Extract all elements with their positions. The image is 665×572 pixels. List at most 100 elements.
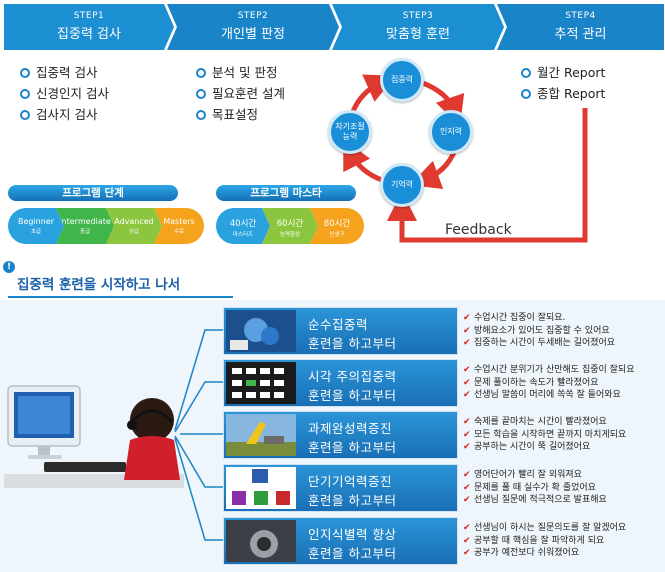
list-item-text: 월간 Report: [537, 65, 606, 80]
level-ko: 수료: [173, 229, 185, 235]
training-title: 과제완성력증진: [308, 421, 393, 436]
list-item-text: 분석 및 판정: [212, 65, 278, 80]
cognitive-discrimination-thumbnail: [226, 520, 296, 562]
level-en: Masters: [163, 217, 195, 226]
check-icon: ✔: [463, 429, 471, 440]
list-item: 필요훈련 설계: [196, 83, 285, 104]
list-item: ✔집중하는 시간이 두세배는 길어졌어요: [463, 337, 615, 350]
training-subtitle: 훈련을 하고부터: [308, 440, 397, 455]
result-text: 집중하는 시간이 두세배는 길어졌어요: [474, 338, 616, 348]
step-label: STEP2: [237, 11, 269, 21]
step-title: 맞춤형 훈련: [386, 27, 450, 42]
circle-bullet-icon: [521, 67, 531, 78]
list-item: 신경인지 검사: [20, 83, 109, 104]
level-en: 60시간: [276, 219, 304, 229]
step4-list: 월간 Report 종합 Report: [521, 62, 605, 104]
check-icon: ✔: [463, 482, 471, 493]
level-ko: 마스터즈: [232, 232, 254, 238]
node-text: 능력: [342, 132, 358, 141]
level-masters: Masters 수료: [154, 208, 204, 244]
level-en: 40시간: [229, 219, 257, 229]
list-item: ✔영어단어가 빨리 잘 외워져요: [463, 469, 607, 482]
step-label: STEP3: [402, 11, 434, 21]
training-title: 인지식별력 향상: [308, 527, 397, 542]
check-icon: ✔: [463, 470, 471, 480]
check-icon: ✔: [463, 313, 471, 323]
step-1: STEP1 집중력 검사: [4, 4, 174, 50]
results-list: ✔수업시간 집중이 잘되요. ✔방해요소가 있어도 집중할 수 있어요 ✔집중하…: [463, 312, 615, 350]
level-ko: 초급: [30, 229, 42, 235]
check-icon: ✔: [463, 325, 471, 336]
training-subtitle: 훈련을 하고부터: [308, 493, 397, 508]
circle-bullet-icon: [20, 88, 30, 99]
list-item: 집중력 검사: [20, 62, 109, 83]
result-text: 모든 학습을 시작하면 끝까지 마치게되요: [474, 429, 627, 440]
step-2: STEP2 개인별 판정: [167, 4, 339, 50]
result-text: 공부할 때 핵심을 잘 파악하게 되요: [474, 535, 605, 546]
step-title: 집중력 검사: [57, 27, 121, 42]
level-ko: 능력향상: [279, 232, 301, 238]
list-item: ✔문제 풀이하는 속도가 빨라졌어요: [463, 377, 635, 390]
level-en: Advanced: [114, 217, 154, 226]
cycle-node-self-control: 자기조절 능력: [328, 110, 372, 154]
level-ko: 중급: [79, 229, 91, 235]
training-row: 인지식별력 향상 훈련을 하고부터: [223, 517, 458, 565]
result-text: 선생님 질문에 적극적으로 발표해요: [474, 495, 607, 505]
check-icon: ✔: [463, 390, 471, 400]
training-row: 순수집중력 훈련을 하고부터: [223, 307, 458, 355]
program-master-title: 프로그램 마스타: [216, 185, 356, 201]
divider: [8, 296, 233, 298]
task-completion-thumbnail: [226, 414, 296, 456]
result-text: 영어단어가 빨리 잘 외워져요: [474, 470, 582, 480]
list-item: ✔방해요소가 있어도 집중할 수 있어요: [463, 325, 615, 338]
list-item: ✔숙제를 끝마치는 시간이 빨라졌어요: [463, 416, 626, 429]
step1-list: 집중력 검사 신경인지 검사 검사지 검사: [20, 62, 109, 125]
training-title: 단기기억력증진: [308, 474, 393, 489]
results-list: ✔선생님이 하시는 질문의도를 잘 알겠어요 ✔공부할 때 핵심을 잘 파악하게…: [463, 522, 626, 560]
list-item-text: 검사지 검사: [36, 107, 98, 122]
result-text: 공부가 예전보다 쉬워졌어요: [474, 548, 580, 558]
section-title: 집중력 훈련을 시작하고 나서: [17, 277, 181, 293]
check-icon: ✔: [463, 535, 471, 546]
training-subtitle: 훈련을 하고부터: [308, 546, 397, 561]
result-text: 문제를 풀 때 실수가 확 줄었어요: [474, 482, 596, 493]
results-list: ✔수업시간 분위기가 산만해도 집중이 잘되요 ✔문제 풀이하는 속도가 빨라졌…: [463, 364, 635, 402]
list-item: ✔선생님 질문에 적극적으로 발표해요: [463, 494, 607, 507]
step-label: STEP1: [73, 11, 105, 21]
list-item: 월간 Report: [521, 62, 605, 83]
result-text: 방해요소가 있어도 집중할 수 있어요: [474, 325, 610, 336]
circle-bullet-icon: [521, 88, 531, 99]
list-item: 목표설정: [196, 104, 285, 125]
program-stage-title: 프로그램 단계: [8, 185, 178, 201]
result-text: 숙제를 끝마치는 시간이 빨라졌어요: [474, 417, 607, 427]
level-en: 80시간: [323, 219, 351, 229]
list-item: ✔문제를 풀 때 실수가 확 줄었어요: [463, 482, 607, 495]
list-item-text: 필요훈련 설계: [212, 86, 285, 101]
check-icon: ✔: [463, 365, 471, 375]
training-row: 단기기억력증진 훈련을 하고부터: [223, 464, 458, 512]
result-text: 공부하는 시간이 쭉 길어졌어요: [474, 442, 591, 452]
feedback-label: Feedback: [445, 222, 512, 238]
training-title: 시각 주의집중력: [308, 369, 397, 384]
exclamation-icon: !: [3, 261, 15, 273]
training-subtitle: 훈련을 하고부터: [308, 388, 397, 403]
result-text: 선생님 말씀이 머리에 쏙쏙 잘 들어와요: [474, 390, 621, 400]
list-item: ✔공부할 때 핵심을 잘 파악하게 되요: [463, 535, 626, 548]
results-list: ✔숙제를 끝마치는 시간이 빨라졌어요 ✔모든 학습을 시작하면 끝까지 마치게…: [463, 416, 626, 454]
level-en: Beginner: [17, 217, 55, 226]
check-icon: ✔: [463, 417, 471, 427]
step-title: 개인별 판정: [221, 27, 285, 42]
result-text: 수업시간 집중이 잘되요.: [474, 313, 566, 323]
check-icon: ✔: [463, 548, 471, 558]
result-text: 선생님이 하시는 질문의도를 잘 알겠어요: [474, 523, 627, 533]
training-row: 시각 주의집중력 훈련을 하고부터: [223, 359, 458, 407]
circle-bullet-icon: [20, 67, 30, 78]
list-item-text: 종합 Report: [537, 86, 606, 101]
list-item: ✔공부하는 시간이 쭉 길어졌어요: [463, 441, 626, 454]
circle-bullet-icon: [196, 88, 206, 99]
check-icon: ✔: [463, 377, 471, 388]
visual-attention-thumbnail: [226, 362, 296, 404]
